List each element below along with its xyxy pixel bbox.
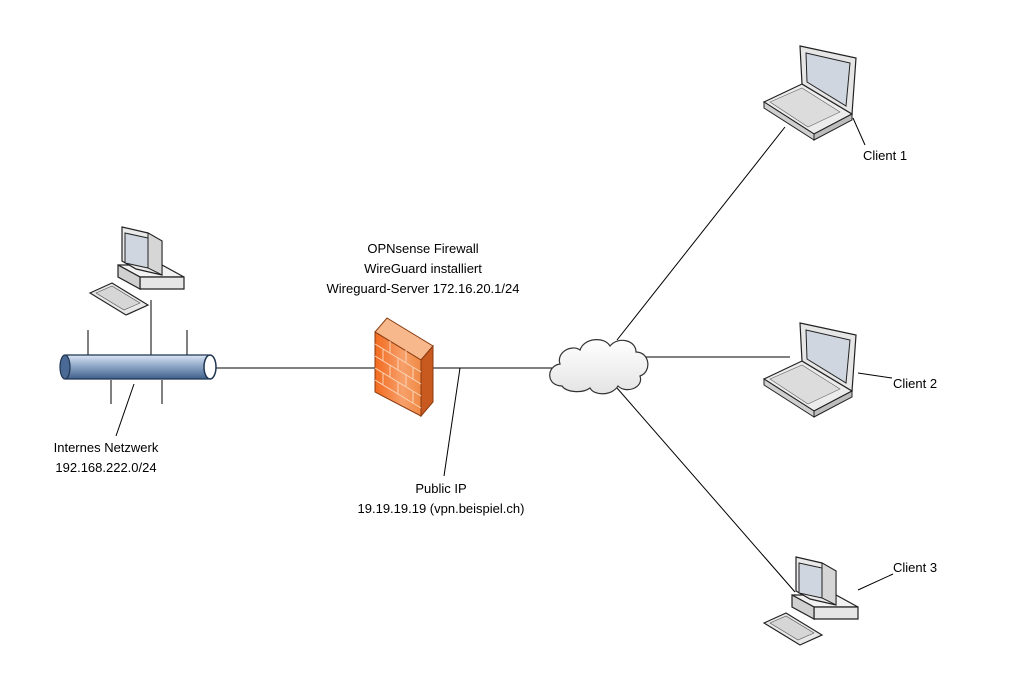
internal-network-label: Internes Netzwerk bbox=[54, 440, 159, 455]
connection-lines bbox=[115, 117, 894, 593]
public-ip-label: Public IP bbox=[415, 481, 466, 496]
firewall-label-line2: WireGuard installiert bbox=[364, 261, 482, 276]
public-ip-callout-line bbox=[443, 367, 461, 477]
cloud-to-client1-line bbox=[616, 126, 786, 341]
client3-label: Client 3 bbox=[893, 560, 937, 575]
firewall-icon bbox=[374, 317, 434, 418]
client2-label: Client 2 bbox=[893, 376, 937, 391]
client3-callout-line bbox=[857, 573, 894, 591]
firewall-label-line1: OPNsense Firewall bbox=[367, 241, 478, 256]
client2-laptop-icon bbox=[762, 322, 857, 418]
firewall-label-line3: Wireguard-Server 172.16.20.1/24 bbox=[327, 281, 520, 296]
internal-network-subnet: 192.168.222.0/24 bbox=[55, 460, 156, 475]
client1-laptop-icon bbox=[762, 45, 857, 141]
client2-callout-line bbox=[857, 372, 893, 379]
client1-label: Client 1 bbox=[863, 148, 907, 163]
network-callout-line bbox=[115, 383, 135, 437]
internet-cloud-icon bbox=[549, 339, 649, 395]
internal-network-bus bbox=[59, 300, 217, 404]
cloud-to-client3-line bbox=[616, 387, 796, 593]
public-ip-address: 19.19.19.19 (vpn.beispiel.ch) bbox=[358, 501, 525, 516]
client3-desktop-icon bbox=[762, 556, 859, 646]
client1-callout-line bbox=[852, 117, 866, 146]
desktop-computer-icon bbox=[88, 226, 185, 316]
